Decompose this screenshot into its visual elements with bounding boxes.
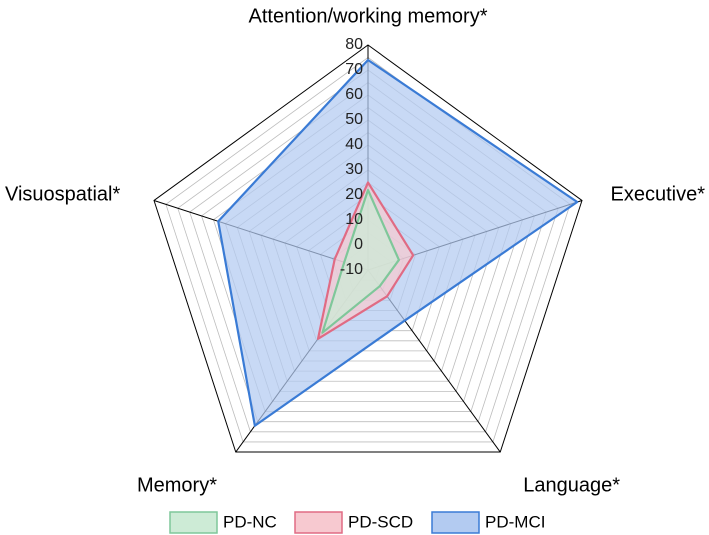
tick-label: 30 bbox=[345, 161, 363, 178]
series-pd-nc bbox=[321, 188, 401, 334]
legend-item-pd-scd: PD-SCD bbox=[294, 511, 413, 534]
series-layer bbox=[217, 58, 579, 427]
axis-label-language: Language* bbox=[523, 474, 620, 496]
legend-swatch-pd-nc bbox=[169, 511, 218, 534]
tick-layer: -10 0 10 20 30 40 50 60 70 80 bbox=[340, 36, 363, 278]
legend-label-pd-mci: PD-MCI bbox=[485, 512, 545, 531]
legend-label-pd-nc: PD-NC bbox=[223, 512, 277, 531]
tick-label: -10 bbox=[340, 261, 363, 278]
tick-label: 70 bbox=[345, 61, 363, 78]
tick-label: 40 bbox=[345, 136, 363, 153]
tick-label: 20 bbox=[345, 186, 363, 203]
axis-label-visuospatial: Visuospatial* bbox=[5, 183, 120, 205]
axis-label-attention: Attention/working memory* bbox=[249, 5, 488, 27]
grid-ring bbox=[153, 44, 583, 453]
legend-item-pd-mci: PD-MCI bbox=[431, 511, 545, 534]
tick-label: 50 bbox=[345, 111, 363, 128]
legend-label-pd-scd: PD-SCD bbox=[348, 512, 413, 531]
axis-label-memory: Memory* bbox=[137, 474, 217, 496]
legend-swatch-pd-scd bbox=[294, 511, 343, 534]
legend: PD-NC PD-SCD PD-MCI bbox=[169, 511, 545, 534]
tick-label: 60 bbox=[345, 86, 363, 103]
axis-label-executive: Executive* bbox=[611, 183, 706, 205]
legend-item-pd-nc: PD-NC bbox=[169, 511, 277, 534]
tick-label: 80 bbox=[345, 36, 363, 53]
tick-label: 10 bbox=[345, 211, 363, 228]
tick-label: 0 bbox=[354, 236, 363, 253]
legend-swatch-pd-mci bbox=[431, 511, 480, 534]
